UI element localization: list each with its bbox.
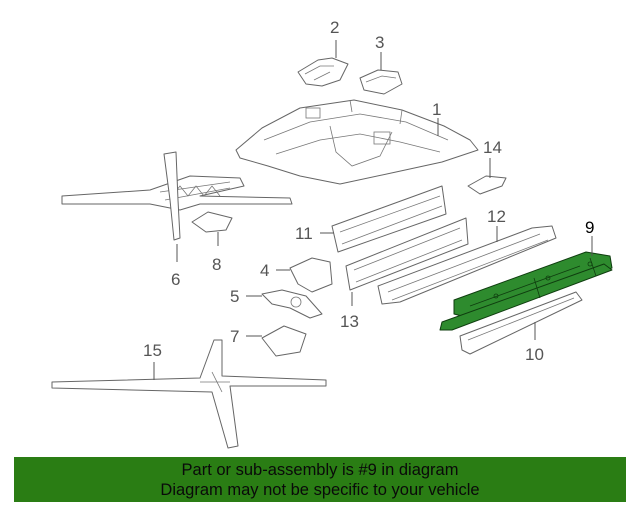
part-9-rocker-panel[interactable] <box>439 251 613 331</box>
callout-14[interactable]: 14 <box>483 138 502 157</box>
part-6-cross-member[interactable] <box>61 151 293 241</box>
callout-7[interactable]: 7 <box>230 327 239 346</box>
callout-13[interactable]: 13 <box>340 312 359 331</box>
part-1-floor-pan[interactable] <box>235 99 479 185</box>
part-10-sill[interactable] <box>459 291 583 355</box>
part-12-rail[interactable] <box>377 225 557 305</box>
part-3-bracket[interactable] <box>359 69 403 95</box>
callout-2[interactable]: 2 <box>330 18 339 37</box>
callout-6[interactable]: 6 <box>171 270 180 289</box>
part-8-plate[interactable] <box>191 211 233 233</box>
callout-15[interactable]: 15 <box>143 341 162 360</box>
callout-10[interactable]: 10 <box>525 345 544 364</box>
callout-1[interactable]: 1 <box>432 100 441 119</box>
callout-11[interactable]: 11 <box>295 224 313 243</box>
part-7-plate[interactable] <box>261 325 307 357</box>
callout-3[interactable]: 3 <box>375 33 384 52</box>
parts-diagram: 2 3 1 14 6 8 11 <box>51 18 613 449</box>
part-11-panel[interactable] <box>331 185 447 253</box>
banner-line-2: Diagram may not be specific to your vehi… <box>160 481 480 499</box>
callout-5[interactable]: 5 <box>230 287 239 306</box>
banner-line-1: Part or sub-assembly is #9 in diagram <box>181 461 459 479</box>
part-15-cross-member[interactable] <box>51 339 327 449</box>
callout-4[interactable]: 4 <box>260 261 269 280</box>
callout-12[interactable]: 12 <box>487 207 506 226</box>
part-5-bracket[interactable] <box>261 289 323 319</box>
part-2-bracket[interactable] <box>297 57 349 87</box>
callout-9[interactable]: 9 <box>585 218 594 237</box>
part-14-bracket[interactable] <box>467 175 507 195</box>
callout-8[interactable]: 8 <box>212 255 221 274</box>
part-13-panel[interactable] <box>345 217 469 291</box>
info-banner: Part or sub-assembly is #9 in diagram Di… <box>14 457 626 502</box>
part-4-bracket[interactable] <box>289 257 333 293</box>
